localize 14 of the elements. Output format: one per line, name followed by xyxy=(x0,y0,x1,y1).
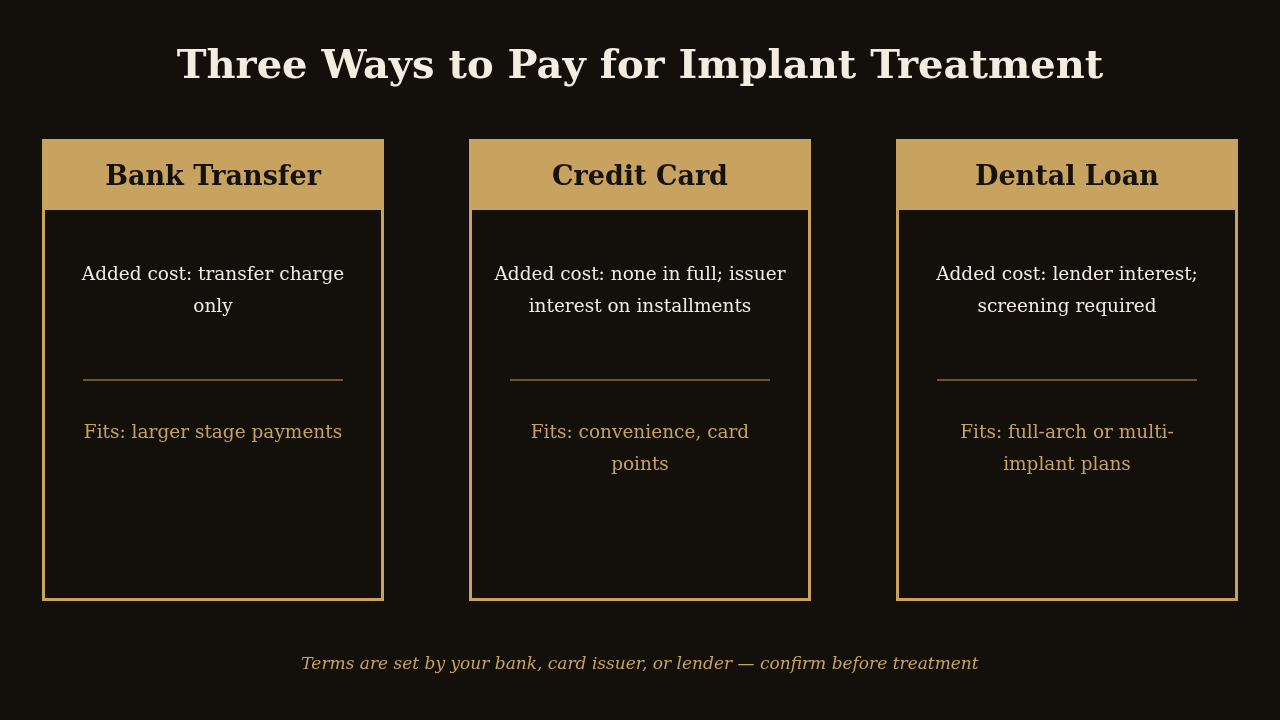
payment-card xyxy=(896,139,1238,601)
cost-text: Added cost: transfer charge only xyxy=(80,262,346,318)
fit-text: Fits: larger stage payments xyxy=(82,420,344,444)
cost-text: Added cost: none in full; issuer interest on installments xyxy=(493,262,787,318)
card-heading: Dental Loan xyxy=(899,142,1235,210)
payment-card xyxy=(42,139,384,601)
card-heading: Credit Card xyxy=(472,142,808,210)
fit-text: Fits: full-arch or multi-implant plans xyxy=(959,420,1175,476)
cost-text: Added cost: lender interest; screening required xyxy=(935,262,1199,318)
title: Three Ways to Pay for Implant Treatment xyxy=(175,39,1105,89)
fit-text: Fits: convenience, card points xyxy=(529,420,751,476)
payment-card xyxy=(469,139,811,601)
caption: Terms are set by your bank, card issuer, or lender — confirm before treatment xyxy=(300,652,980,675)
card-heading: Bank Transfer xyxy=(45,142,381,210)
